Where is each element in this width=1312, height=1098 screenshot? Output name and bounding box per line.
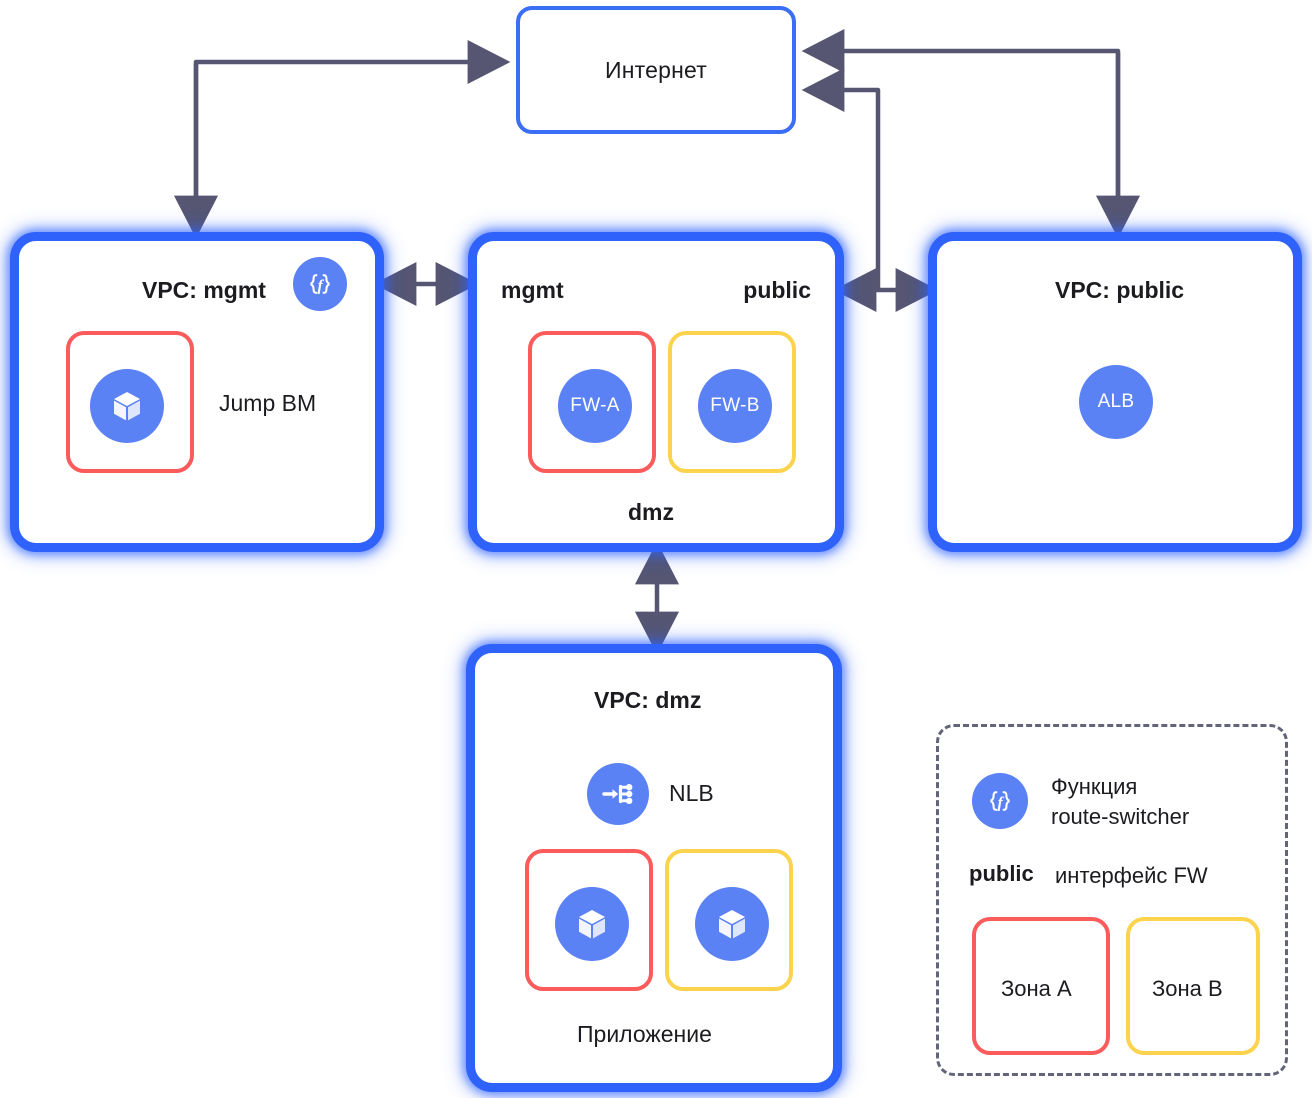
vpc-firewall-box[interactable]: mgmt public FW-A FW-B dmz	[468, 232, 844, 552]
connector-mgmt-to-internet	[193, 39, 511, 222]
firewall-zone-b[interactable]: FW-B	[668, 331, 796, 473]
vpc-mgmt-zone-a[interactable]	[66, 331, 194, 473]
network-load-balancer-icon[interactable]	[587, 763, 649, 825]
dmz-zone-a[interactable]	[525, 849, 653, 991]
compute-cube-icon[interactable]	[695, 887, 769, 961]
svg-text:f: f	[318, 277, 325, 294]
subnet-label-dmz: dmz	[628, 499, 674, 525]
vpc-mgmt-title: VPC: mgmt	[142, 277, 266, 303]
nlb-label: NLB	[669, 780, 714, 806]
vpc-dmz-box[interactable]: VPC: dmz NLB	[466, 644, 842, 1092]
legend-zone-b-label: Зона B	[1152, 976, 1223, 1001]
compute-cube-icon[interactable]	[555, 887, 629, 961]
firewall-circle-icon[interactable]: FW-A	[558, 369, 632, 443]
subnet-label-public: public	[743, 277, 811, 303]
legend-zone-a: Зона A	[972, 917, 1110, 1055]
legend-zone-a-label: Зона A	[1001, 976, 1072, 1001]
compute-cube-icon[interactable]	[90, 369, 164, 443]
internet-label: Интернет	[605, 56, 707, 83]
legend-interface-keyword: public	[969, 861, 1034, 886]
firewall-a-label: FW-A	[570, 395, 620, 416]
dmz-app-caption: Приложение	[577, 1021, 712, 1047]
connector-publicvpc-to-internet	[801, 28, 1121, 222]
vpc-public-title: VPC: public	[1055, 277, 1185, 303]
vpc-dmz-title: VPC: dmz	[594, 687, 702, 713]
legend-function-line1: Функция	[1051, 774, 1138, 799]
firewall-b-label: FW-B	[710, 395, 760, 416]
vpc-mgmt-node-label: Jump BM	[219, 390, 317, 416]
internet-box[interactable]: Интернет	[516, 6, 796, 134]
legend-function-line2: route-switcher	[1051, 804, 1190, 829]
function-braces-icon[interactable]: f	[293, 257, 347, 311]
legend-box: f Функция route-switcher public интерфей…	[936, 724, 1288, 1076]
legend-interface-description: интерфейс FW	[1055, 863, 1208, 888]
legend-zone-b: Зона B	[1126, 917, 1260, 1055]
alb-label: ALB	[1097, 391, 1135, 412]
firewall-zone-a[interactable]: FW-A	[528, 331, 656, 473]
vpc-public-box[interactable]: VPC: public ALB	[928, 232, 1302, 552]
subnet-label-mgmt: mgmt	[501, 277, 564, 303]
function-braces-icon: f	[972, 773, 1028, 829]
svg-text:f: f	[998, 794, 1005, 811]
alb-circle-icon[interactable]: ALB	[1079, 365, 1153, 439]
dmz-zone-b[interactable]	[665, 849, 793, 991]
firewall-circle-icon[interactable]: FW-B	[698, 369, 772, 443]
